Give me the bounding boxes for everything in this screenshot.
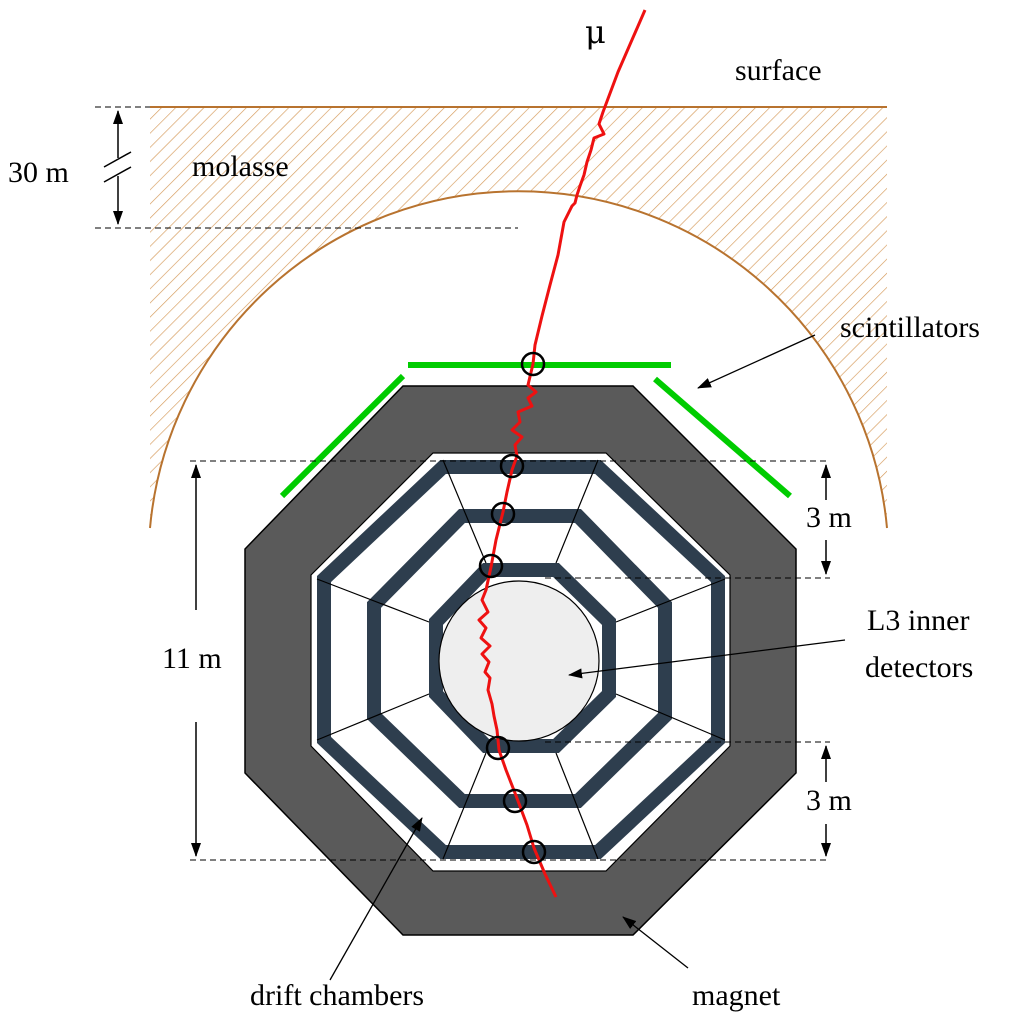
scintillator-right bbox=[653, 376, 792, 499]
drift-chambers-pointer bbox=[329, 817, 423, 981]
chamber-middle bbox=[367, 509, 672, 808]
inner-detectors-label-line2: detectors bbox=[865, 651, 973, 684]
scintillators-label: scintillators bbox=[840, 311, 980, 344]
hit-circle bbox=[499, 453, 525, 479]
gap-top-label: 3 m bbox=[806, 501, 852, 534]
hit-circle bbox=[478, 553, 504, 579]
hit-circle bbox=[520, 351, 546, 377]
gap-bottom-label: 3 m bbox=[806, 784, 852, 817]
l3-inner-detector bbox=[438, 580, 600, 742]
scintillator-left bbox=[279, 373, 406, 499]
dimension-lines bbox=[190, 460, 830, 861]
magnet-label: magnet bbox=[692, 979, 781, 1012]
magnet-pointer bbox=[622, 916, 689, 969]
hit-circle bbox=[490, 501, 516, 527]
cavern-arc bbox=[149, 190, 888, 529]
scintillators-pointer bbox=[697, 334, 816, 389]
depth-dimension bbox=[95, 106, 518, 229]
hit-circle bbox=[502, 788, 528, 814]
height-label: 11 m bbox=[162, 642, 222, 675]
chamber-inner bbox=[429, 563, 616, 753]
depth-label: 30 m bbox=[8, 156, 69, 189]
label-pointers bbox=[329, 334, 846, 981]
hit-circle bbox=[485, 735, 511, 761]
chamber-outer bbox=[317, 460, 725, 859]
inner-detector-pointer bbox=[568, 639, 846, 679]
muon-label: μ bbox=[585, 13, 606, 51]
drift-chambers-label: drift chambers bbox=[250, 979, 424, 1012]
surface-label: surface bbox=[735, 54, 822, 87]
scintillators bbox=[279, 362, 792, 499]
molasse-label: molasse bbox=[192, 150, 289, 183]
muon-track bbox=[477, 9, 647, 898]
hit-circle bbox=[521, 839, 547, 865]
track-hits bbox=[478, 351, 547, 865]
inner-detectors-label-line1: L3 inner bbox=[867, 604, 969, 637]
drift-chambers bbox=[316, 459, 726, 860]
